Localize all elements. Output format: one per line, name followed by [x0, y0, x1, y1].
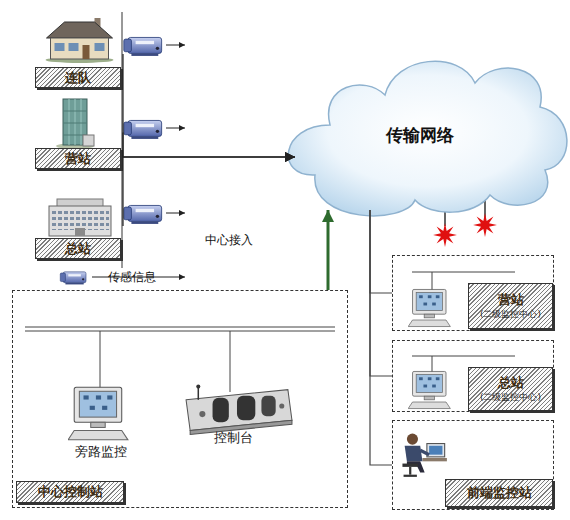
- node-subtitle: (二级监控中心): [480, 308, 541, 320]
- front-station-box: 前端监控站: [392, 420, 554, 510]
- annotation-label: 传感信息: [108, 269, 156, 286]
- lan-line: [25, 327, 335, 328]
- output-arrow: [166, 128, 185, 129]
- console-node: 控制台: [183, 381, 303, 451]
- node-subtitle: (二级监控中心): [480, 391, 541, 403]
- node-title: 连队: [65, 70, 91, 86]
- connector: [123, 133, 295, 158]
- text-area: 传输网络: [365, 123, 475, 147]
- building-icon: [56, 99, 94, 149]
- node-title: 前端监控站: [467, 485, 532, 501]
- site-node: 总站: [35, 192, 123, 260]
- node-title: 控制台: [214, 429, 253, 447]
- monitor-node: 旁路监控: [51, 381, 151, 463]
- cloud-outline: [288, 61, 567, 216]
- drop-line: [432, 272, 433, 292]
- connector: [327, 210, 330, 290]
- node-title: 总站: [65, 241, 91, 257]
- connector: [370, 210, 392, 293]
- computer-icon: [408, 371, 450, 408]
- connector: [370, 210, 392, 376]
- lan-line: [412, 356, 515, 357]
- network-cloud: 传输网络: [295, 45, 567, 210]
- hatched-tag: 前端监控站: [445, 479, 553, 507]
- drop-line: [230, 331, 231, 392]
- encoder-icon: [124, 205, 162, 223]
- text-area: 控制台: [193, 429, 273, 447]
- lan-line: [25, 331, 335, 332]
- site-node: 营站: [35, 95, 123, 170]
- hatched-tag: 中心控制站: [16, 481, 124, 503]
- annotation-label: 中心接入: [205, 232, 253, 249]
- connector: [123, 54, 295, 157]
- node-title: 营站: [65, 151, 91, 167]
- output-arrow: [166, 45, 185, 46]
- node-title: 传输网络: [386, 124, 454, 147]
- hatched-tag: 总站(二级监控中心): [468, 367, 553, 411]
- connector: [123, 157, 295, 226]
- encoder-icon: [124, 120, 162, 138]
- text-area: 旁路监控: [51, 443, 151, 461]
- sensor-icon: [60, 272, 86, 285]
- hatched-tag: 总站: [35, 238, 121, 259]
- node-title: 营站: [498, 292, 524, 308]
- operator-icon: [402, 434, 446, 476]
- node-title: 中心控制站: [38, 484, 103, 500]
- bus-line: [122, 12, 123, 268]
- office-icon: [49, 199, 111, 236]
- node-title: 旁路监控: [75, 443, 127, 461]
- drop-line: [100, 331, 101, 388]
- lan-line: [412, 272, 515, 273]
- connector: [370, 210, 392, 465]
- node-title: 总站: [498, 375, 524, 391]
- computer-icon: [68, 387, 128, 440]
- house-icon: [46, 18, 114, 63]
- output-arrow: [166, 213, 185, 214]
- console-icon: [186, 385, 292, 435]
- signal-burst: [433, 223, 457, 247]
- monitor-center-box: 总站(二级监控中心): [392, 340, 554, 412]
- hatched-tag: 营站(二级监控中心): [468, 283, 553, 329]
- signal-burst: [473, 213, 497, 237]
- hatched-tag: 连队: [35, 67, 121, 88]
- site-node: 连队: [35, 18, 123, 90]
- monitor-center-box: 营站(二级监控中心): [392, 255, 554, 331]
- hatched-tag: 营站: [35, 148, 121, 169]
- encoder-icon: [124, 37, 162, 55]
- computer-icon: [408, 289, 450, 326]
- control-station-box: 中心控制站 旁路监控 控制台: [12, 290, 348, 508]
